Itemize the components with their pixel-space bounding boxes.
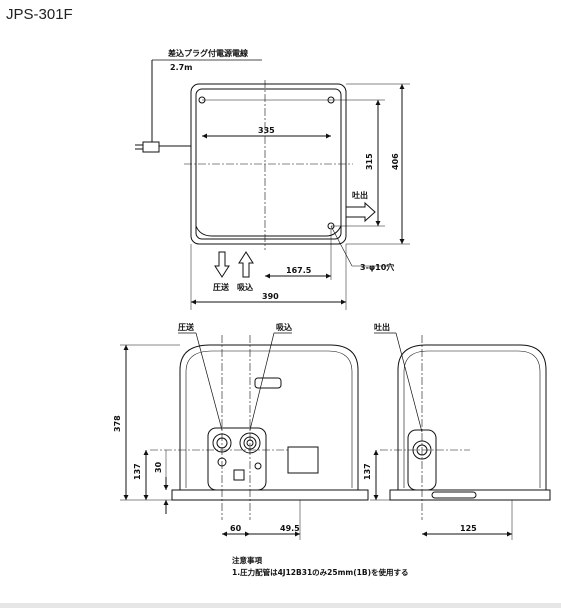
outlet-arrow (345, 201, 376, 223)
pressure-label: 圧送 (213, 282, 230, 292)
dim-depth-outer: 406 (391, 153, 400, 170)
cord-length: 2.7m (170, 63, 193, 72)
dim-125: 125 (460, 524, 477, 533)
dim-half: 167.5 (286, 266, 312, 275)
side-view (370, 332, 551, 540)
power-cord (151, 60, 191, 147)
nameplate (287, 446, 319, 474)
front-view (120, 332, 369, 540)
front-pressure-label: 圧送 (178, 322, 195, 332)
suction-port (239, 432, 261, 454)
dim-49-5: 49.5 (280, 524, 300, 533)
pressure-port (212, 433, 232, 453)
side-outlet-label: 吐出 (374, 322, 390, 332)
suction-arrow (238, 251, 254, 278)
notes-line-1: 1.圧力配管は4J12B31のみ25mm(1B)を使用する (232, 567, 409, 577)
top-view (135, 59, 410, 310)
side-dim-pipe-height: 137 (363, 463, 372, 480)
pump-head (207, 427, 267, 491)
handle-slot (254, 377, 282, 389)
suction-label: 吸込 (237, 282, 253, 292)
notes-heading: 注意事項 (232, 555, 262, 565)
dim-width-outer: 390 (262, 292, 279, 301)
bottom-rule (0, 603, 561, 608)
dim-base: 30 (154, 461, 163, 473)
front-housing (179, 344, 359, 490)
dim-60: 60 (230, 524, 242, 533)
holes-label: 3-φ10穴 (360, 262, 394, 272)
dim-depth-inner: 315 (365, 153, 374, 170)
pressure-arrow (214, 251, 230, 278)
side-base (389, 489, 551, 501)
dim-width-inner: 335 (258, 126, 275, 135)
side-housing (397, 344, 547, 490)
cord-label: 差込プラグ付電源電線 (167, 48, 248, 58)
dim-pipe-height: 137 (133, 463, 142, 480)
model-title: JPS-301F (6, 6, 73, 23)
power-plug (142, 141, 160, 153)
front-base (171, 489, 369, 501)
front-suction-label: 吸込 (276, 322, 292, 332)
outlet-label: 吐出 (352, 190, 368, 200)
dim-height: 378 (113, 415, 122, 432)
